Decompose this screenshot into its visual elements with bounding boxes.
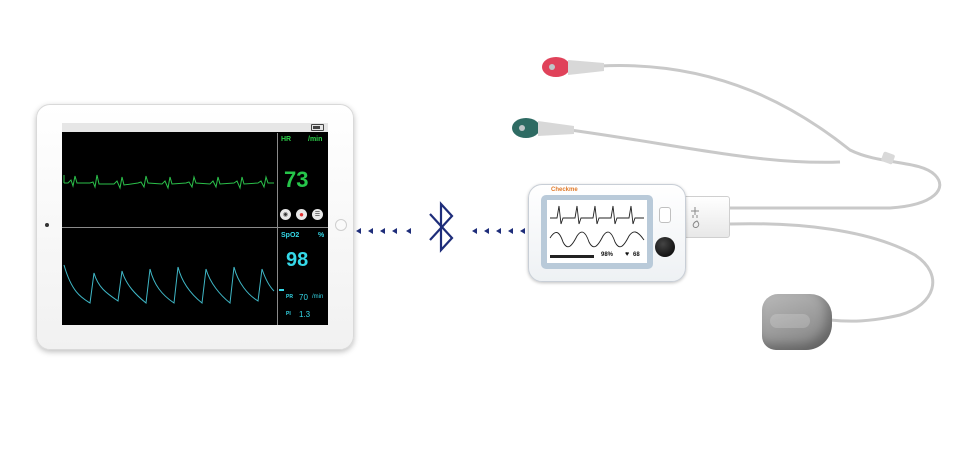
record-icon[interactable]: ●	[296, 209, 307, 220]
arrow-icon	[508, 228, 513, 234]
spo2-label: SpO2	[281, 232, 300, 239]
ecg-lead-red	[542, 57, 604, 77]
arrow-icon	[368, 228, 373, 234]
ecg-lead-green	[512, 118, 574, 138]
pi-label: PI	[286, 311, 291, 317]
ecg-waveform	[63, 174, 274, 190]
pr-value: 70	[299, 293, 308, 302]
tablet-home-button[interactable]	[335, 219, 347, 231]
device-brand-logo: Checkme	[551, 187, 578, 193]
battery-icon	[311, 124, 324, 131]
status-bar	[62, 123, 328, 132]
arrow-icon	[392, 228, 397, 234]
arrow-icon	[484, 228, 489, 234]
hr-unit: /min	[308, 136, 323, 143]
device-home-button[interactable]	[659, 207, 671, 223]
arrow-icon	[356, 228, 361, 234]
hr-label: HR	[281, 136, 292, 143]
panel-divider-vertical	[277, 133, 278, 325]
pleth-waveform	[63, 264, 275, 304]
device-joystick-button[interactable]	[655, 237, 675, 257]
pi-value: 1.3	[299, 310, 311, 319]
arrow-icon	[520, 228, 525, 234]
device-hr-readout: 68	[633, 252, 640, 258]
bluetooth-icon	[429, 201, 454, 253]
device-spo2-readout: 98%	[601, 252, 614, 258]
spo2-unit: %	[318, 232, 325, 239]
spo2-finger-clip	[762, 294, 832, 350]
panel-divider-horizontal	[62, 227, 328, 228]
spo2-value: 98	[286, 249, 309, 271]
arrow-icon	[380, 228, 385, 234]
tablet: HR /min 73 ◉ ● ☰ SpO2 % 98 PR 70 /min PI…	[36, 104, 354, 350]
device-waveforms	[549, 205, 645, 258]
checkme-device: Checkme 98% ♥ 68	[528, 184, 686, 282]
camera-icon[interactable]: ◉	[280, 209, 291, 220]
sensor-connector	[682, 196, 730, 238]
monitor-screen: HR /min 73 ◉ ● ☰ SpO2 % 98 PR 70 /min PI…	[62, 123, 328, 325]
device-screen: 98% ♥ 68	[547, 200, 647, 263]
arrow-icon	[496, 228, 501, 234]
pr-unit: /min	[312, 294, 324, 300]
menu-icon[interactable]: ☰	[312, 209, 323, 220]
pr-label: PR	[286, 294, 293, 300]
device-bezel: 98% ♥ 68	[541, 195, 653, 269]
heart-icon: ♥	[625, 251, 630, 258]
tablet-camera	[45, 223, 49, 227]
pi-bar	[279, 289, 284, 291]
hr-value: 73	[284, 167, 309, 192]
arrow-icon	[406, 228, 411, 234]
arrow-icon	[472, 228, 477, 234]
data-transfer-arrows	[352, 226, 525, 238]
